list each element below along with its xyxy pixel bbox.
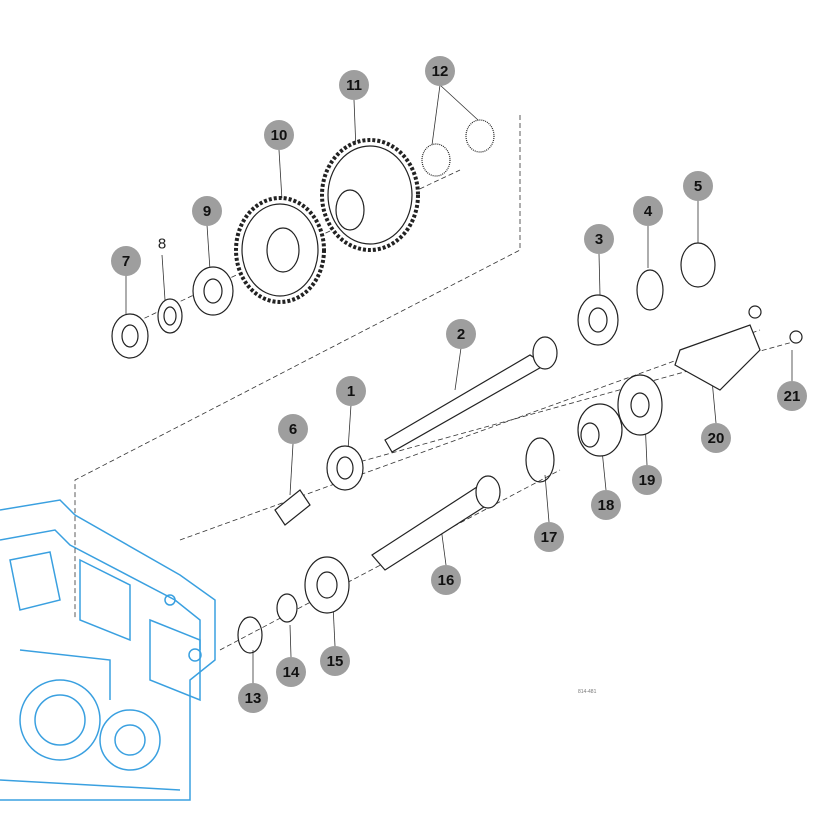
callout-7[interactable]: 7: [111, 246, 141, 276]
collar-18: [577, 403, 623, 457]
callout-15[interactable]: 15: [320, 646, 350, 676]
callout-18[interactable]: 18: [591, 490, 621, 520]
plate-19: [617, 374, 663, 436]
bearing-7: [111, 313, 149, 359]
callout-12[interactable]: 12: [425, 56, 455, 86]
circlip-17: [525, 437, 555, 483]
drawing-code: 814-481: [578, 689, 597, 695]
callout-17[interactable]: 17: [534, 522, 564, 552]
callout-5[interactable]: 5: [683, 171, 713, 201]
callout-13[interactable]: 13: [238, 683, 268, 713]
circlip-4: [636, 269, 664, 311]
shaft-16: [371, 475, 501, 571]
callout-4[interactable]: 4: [633, 196, 663, 226]
callout-10[interactable]: 10: [264, 120, 294, 150]
callout-8[interactable]: 8: [157, 235, 167, 253]
bearing-9: [192, 266, 234, 316]
washer-8: [157, 298, 183, 334]
callout-6[interactable]: 6: [278, 414, 308, 444]
callout-3[interactable]: 3: [584, 224, 614, 254]
callout-9[interactable]: 9: [192, 196, 222, 226]
housing-outline: [0, 499, 216, 801]
bolt-21: [748, 305, 803, 344]
callout-2[interactable]: 2: [446, 319, 476, 349]
callout-20[interactable]: 20: [701, 423, 731, 453]
callout-1[interactable]: 1: [336, 376, 366, 406]
parts: [111, 119, 803, 654]
shaft-2: [384, 336, 558, 453]
callout-19[interactable]: 19: [632, 465, 662, 495]
circlip-13: [237, 616, 263, 654]
washer-14: [276, 593, 298, 623]
ring-5: [680, 242, 716, 288]
gear-10: [234, 196, 326, 304]
bearing-3: [577, 294, 619, 346]
cover-20: [674, 324, 761, 391]
gear-11: [320, 138, 420, 252]
sleeve-6: [274, 489, 311, 526]
callout-11[interactable]: 11: [339, 70, 369, 100]
callout-14[interactable]: 14: [276, 657, 306, 687]
bearing-1: [326, 445, 364, 491]
bearing-15: [304, 556, 350, 614]
needle-bearing-12: [421, 119, 495, 177]
callout-21[interactable]: 21: [777, 381, 807, 411]
callout-leaders: [125, 84, 793, 683]
callout-16[interactable]: 16: [431, 565, 461, 595]
